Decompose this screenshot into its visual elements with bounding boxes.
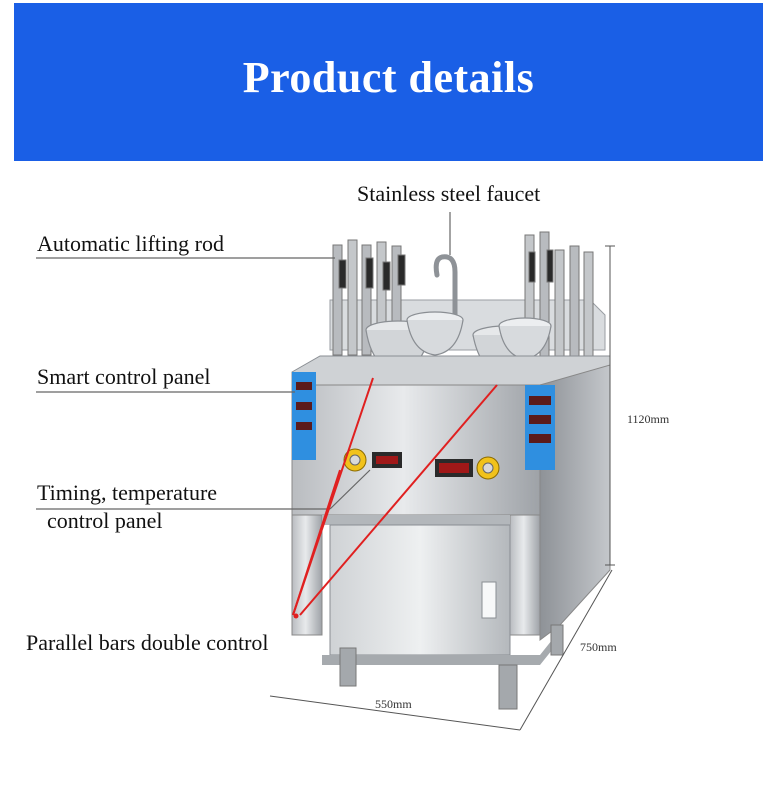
- label-timing-temperature: Timing, temperature: [37, 480, 218, 505]
- dimension-lines: [269, 245, 615, 731]
- label-stainless-steel-faucet: Stainless steel faucet: [357, 181, 541, 206]
- timing-control-panel: [343, 448, 500, 480]
- leader-lines: [36, 212, 451, 510]
- label-control-panel: control panel: [47, 508, 163, 533]
- dimension-height: 1120mm: [627, 412, 670, 426]
- label-automatic-lifting-rod: Automatic lifting rod: [37, 231, 224, 256]
- smart-control-panel-right: [525, 385, 555, 470]
- smart-control-panel-left: [292, 372, 316, 460]
- dimension-depth: 750mm: [580, 640, 617, 654]
- dimension-width: 550mm: [375, 697, 412, 711]
- lifting-rods-left: [332, 239, 406, 356]
- faucet: [433, 254, 458, 323]
- label-smart-control-panel: Smart control panel: [37, 364, 211, 389]
- header-banner: Product details: [14, 3, 763, 161]
- pointer-dots: [293, 613, 299, 619]
- red-pointers: [292, 377, 498, 616]
- label-parallel-bars-double-control: Parallel bars double control: [26, 630, 269, 655]
- page-title: Product details: [242, 52, 535, 102]
- cabinet-door: [322, 524, 560, 665]
- legs: [339, 624, 564, 710]
